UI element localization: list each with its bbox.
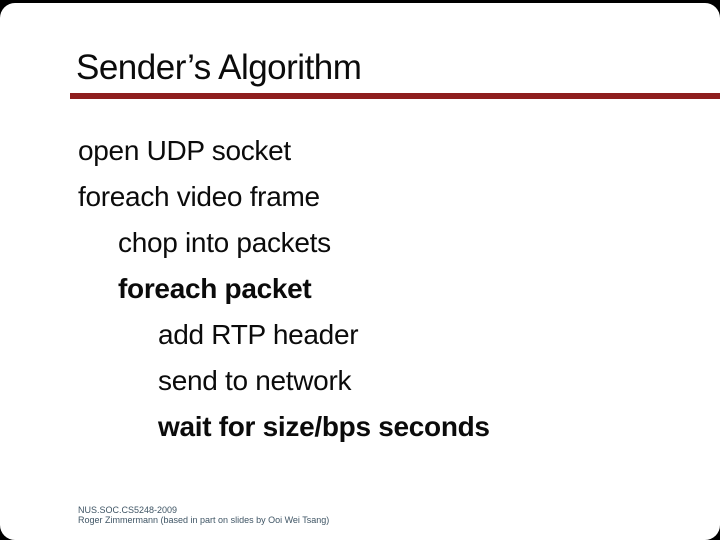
code-line: foreach video frame <box>78 181 320 212</box>
slide-footer: NUS.SOC.CS5248-2009 Roger Zimmermann (ba… <box>78 505 329 525</box>
slide-body: open UDP socket foreach video frame chop… <box>0 128 720 450</box>
slide: Sender’s Algorithm open UDP socket forea… <box>0 3 720 540</box>
title-underline <box>70 93 720 99</box>
slide-title: Sender’s Algorithm <box>76 48 362 87</box>
footer-course-id: NUS.SOC.CS5248-2009 <box>78 505 178 515</box>
code-line: add RTP header <box>158 319 359 350</box>
code-line: open UDP socket <box>78 135 291 166</box>
code-line: wait for size/bps seconds <box>158 411 490 442</box>
code-line: chop into packets <box>118 227 331 258</box>
footer-credits: Roger Zimmermann (based in part on slide… <box>78 515 330 525</box>
code-line: foreach packet <box>118 273 312 304</box>
code-line: send to network <box>158 365 352 396</box>
